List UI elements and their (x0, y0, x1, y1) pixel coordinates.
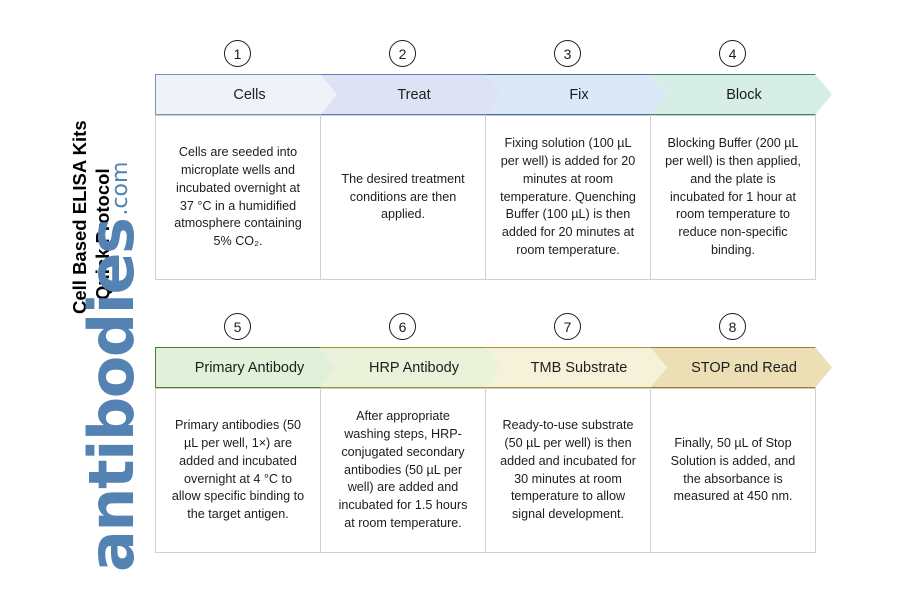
step-description-text: Primary antibodies (50 µL per well, 1×) … (171, 417, 305, 522)
brand-logo-word: antibodies (75, 218, 149, 572)
step-description-text: Finally, 50 µL of Stop Solution is added… (670, 435, 796, 504)
step-description-text: Blocking Buffer (200 µL per well) is the… (665, 135, 801, 258)
chevron-step-label: Fix (569, 86, 589, 103)
step-number-label: 8 (728, 318, 737, 335)
step-number-badge: 7 (554, 313, 581, 340)
chevron-step-label: TMB Substrate (530, 359, 628, 376)
step-description-cell: Finally, 50 µL of Stop Solution is added… (650, 388, 816, 553)
step-number-label: 1 (233, 45, 242, 62)
step-number-badge: 3 (554, 40, 581, 67)
step-number-label: 3 (563, 45, 572, 62)
process-row-1: 1 2 3 4 Cells Treat Fix Block Cells are seeded… (155, 40, 845, 280)
step-description-cell: Blocking Buffer (200 µL per well) is the… (650, 115, 816, 280)
chevron-step[interactable]: Cells (155, 74, 337, 115)
brand-logo: antibodies .com (24, 162, 148, 572)
step-number-badge: 1 (224, 40, 251, 67)
chevron-step[interactable]: Treat (320, 74, 502, 115)
chevron-step[interactable]: Primary Antibody (155, 347, 337, 388)
chevron-step-label: Cells (233, 86, 266, 103)
step-number-badge: 4 (719, 40, 746, 67)
step-description-cell: After appropriate washing steps, HRP-con… (320, 388, 486, 553)
chevron-step-label: STOP and Read (691, 359, 797, 376)
step-number-badge: 6 (389, 313, 416, 340)
chevron-step[interactable]: Fix (485, 74, 667, 115)
step-description-cell: Cells are seeded into microplate wells a… (155, 115, 321, 280)
step-number-badge: 2 (389, 40, 416, 67)
step-description-cell: Primary antibodies (50 µL per well, 1×) … (155, 388, 321, 553)
chevron-step-label: HRP Antibody (368, 359, 459, 376)
step-number-badge: 5 (224, 313, 251, 340)
step-number-group-2: 5 6 7 8 (155, 313, 845, 343)
step-number-label: 5 (233, 318, 242, 335)
step-number-badge: 8 (719, 313, 746, 340)
step-description-cell: Fixing solution (100 µL per well) is add… (485, 115, 651, 280)
chevron-group-1: Cells Treat Fix Block (155, 74, 845, 115)
step-description-text: The desired treatment conditions are the… (341, 171, 465, 222)
chevron-step[interactable]: STOP and Read (650, 347, 832, 388)
chevron-step[interactable]: Block (650, 74, 832, 115)
chevron-step-label: Treat (397, 86, 431, 103)
chevron-step[interactable]: TMB Substrate (485, 347, 667, 388)
step-body-group-2: Primary antibodies (50 µL per well, 1×) … (155, 388, 845, 553)
chevron-step[interactable]: HRP Antibody (320, 347, 502, 388)
step-number-group-1: 1 2 3 4 (155, 40, 845, 70)
step-description-cell: Ready-to-use substrate (50 µL per well) … (485, 388, 651, 553)
step-description-cell: The desired treatment conditions are the… (320, 115, 486, 280)
step-number-label: 7 (563, 318, 572, 335)
step-number-label: 2 (398, 45, 407, 62)
chevron-step-label: Primary Antibody (194, 359, 305, 376)
step-body-group-1: Cells are seeded into microplate wells a… (155, 115, 845, 280)
step-number-label: 4 (728, 45, 737, 62)
step-description-text: After appropriate washing steps, HRP-con… (338, 408, 468, 531)
process-row-2: 5 6 7 8 Primary Antibody HRP Antibody TMB Sub… (155, 313, 845, 553)
step-description-text: Ready-to-use substrate (50 µL per well) … (500, 417, 636, 522)
step-number-label: 6 (398, 318, 407, 335)
chevron-step-label: Block (726, 86, 762, 103)
step-description-text: Cells are seeded into microplate wells a… (174, 144, 302, 249)
chevron-group-2: Primary Antibody HRP Antibody TMB Substrat… (155, 347, 845, 388)
step-description-text: Fixing solution (100 µL per well) is add… (500, 135, 636, 258)
brand-logo-suffix: .com (108, 161, 133, 216)
